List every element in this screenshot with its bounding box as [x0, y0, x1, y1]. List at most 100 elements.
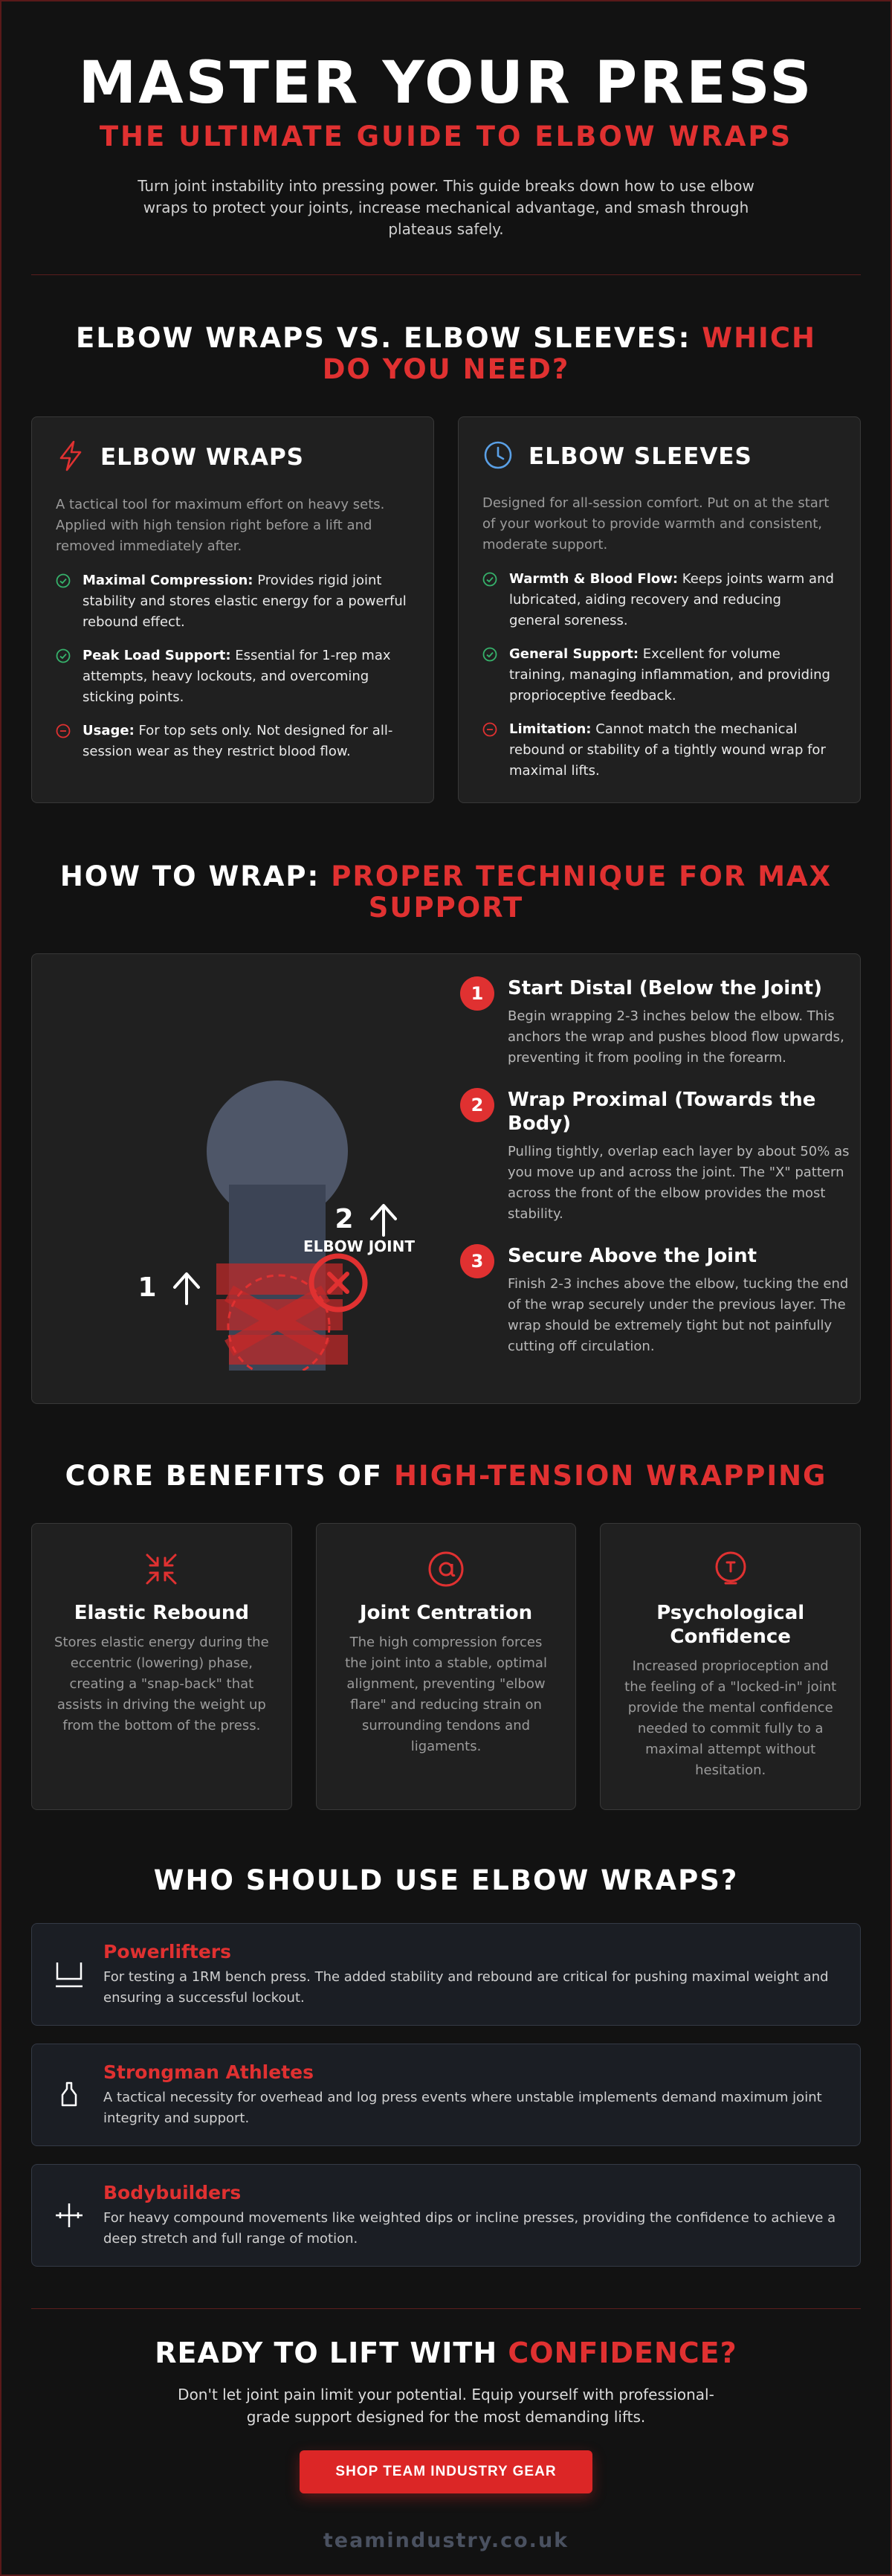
elbow-wraps-desc: A tactical tool for maximum effort on he… — [56, 497, 385, 554]
compress-arrows-icon — [143, 1553, 180, 1591]
bullet-bold: Limitation: — [509, 721, 592, 737]
cta-title: READY TO LIFT WITH CONFIDENCE? — [1, 2336, 891, 2370]
elbow-joint-marker — [308, 1253, 368, 1313]
cta-text: Don't let joint pain limit your potentia… — [178, 2386, 714, 2426]
benefit-title: Joint Centration — [359, 1602, 533, 1624]
bullet-text: Keeps joints warm and lubricated, aiding… — [509, 571, 834, 628]
clock-icon — [482, 439, 514, 474]
footer-url[interactable]: teamindustry.co.uk — [323, 2529, 569, 2552]
step-text: Finish 2-3 inches above the elbow, tucki… — [508, 1276, 849, 1354]
divider — [31, 274, 861, 275]
step-text: Begin wrapping 2-3 inches below the elbo… — [508, 1008, 844, 1066]
step-title: Start Distal (Below the Joint) — [508, 977, 822, 999]
benefit-text: Increased proprioception and the feeling… — [624, 1658, 837, 1778]
bullet-bold: Warmth & Blood Flow: — [509, 571, 679, 587]
wrap-step: 3 Secure Above the Joint Finish 2-3 inch… — [460, 1244, 862, 1357]
elbow-sleeves-card: ELBOW SLEEVES Designed for all-session c… — [458, 416, 861, 803]
arrow-up-icon — [173, 1272, 200, 1305]
minus-circle-icon — [482, 719, 499, 782]
page-title: MASTER YOUR PRESS — [78, 50, 814, 117]
bench-icon — [54, 1960, 84, 1989]
check-circle-icon — [56, 570, 72, 633]
audience-card: Strongman Athletes A tactical necessity … — [31, 2044, 861, 2146]
benefit-title: Psychological Confidence — [656, 1602, 805, 1648]
benefits-title-white: CORE BENEFITS OF — [65, 1460, 384, 1492]
bullet-text: Provides rigid joint stability and store… — [83, 573, 407, 630]
wraps-bullet: Maximal Compression: Provides rigid join… — [56, 570, 410, 633]
elbow-wraps-title: ELBOW WRAPS — [100, 444, 305, 471]
at-circle-icon — [427, 1551, 465, 1591]
bullet-text: Cannot match the mechanical rebound or s… — [509, 721, 826, 779]
howto-title-red: PROPER TECHNIQUE FOR MAX SUPPORT — [331, 860, 833, 924]
audience-card: Bodybuilders For heavy compound movement… — [31, 2164, 861, 2267]
wrap-steps: 1 Start Distal (Below the Joint) Begin w… — [460, 976, 862, 1376]
benefit-text: The high compression forces the joint in… — [345, 1635, 547, 1754]
benefit-card: Elastic Rebound Stores elastic energy du… — [31, 1523, 292, 1810]
hero-header: MASTER YOUR PRESS THE ULTIMATE GUIDE TO … — [1, 1, 891, 240]
bullet-bold: Usage: — [83, 723, 135, 738]
benefit-text: Stores elastic energy during the eccentr… — [54, 1635, 269, 1733]
step-text: Pulling tightly, overlap each layer by a… — [508, 1144, 850, 1222]
step-number: 1 — [460, 976, 494, 1011]
benefit-card: Psychological Confidence Increased propr… — [600, 1523, 862, 1810]
compare-title-white: ELBOW WRAPS VS. ELBOW SLEEVES: — [76, 322, 691, 354]
wrap-step: 1 Start Distal (Below the Joint) Begin w… — [460, 976, 862, 1069]
diagram-label-1: 1 — [138, 1272, 156, 1303]
howto-box: ELBOW JOINT 1 2 1 Start Distal (Below th… — [31, 953, 861, 1404]
step-title: Wrap Proximal (Towards the Body) — [508, 1089, 816, 1135]
audience-text: For testing a 1RM bench press. The added… — [103, 1969, 829, 2006]
elbow-joint-label: ELBOW JOINT — [303, 1237, 415, 1255]
elbow-wrap-diagram: ELBOW JOINT 1 2 — [138, 1081, 415, 1371]
cta-title-red: CONFIDENCE? — [508, 2337, 737, 2369]
check-circle-icon — [482, 569, 499, 631]
wraps-bullet: Peak Load Support: Essential for 1-rep m… — [56, 645, 410, 708]
wrap-zone-circle — [227, 1274, 331, 1371]
compare-title: ELBOW WRAPS VS. ELBOW SLEEVES: WHICH DO … — [52, 323, 840, 385]
benefits-section: CORE BENEFITS OF HIGH-TENSION WRAPPING E… — [1, 1404, 891, 1810]
cta-title-white: READY TO LIFT WITH — [155, 2337, 498, 2369]
elbow-wraps-card: ELBOW WRAPS A tactical tool for maximum … — [31, 416, 434, 803]
elbow-sleeves-title: ELBOW SLEEVES — [529, 443, 752, 470]
bullet-bold: General Support: — [509, 646, 639, 662]
sleeves-bullet: General Support: Excellent for volume tr… — [482, 644, 836, 706]
lightning-icon — [56, 439, 85, 475]
check-circle-icon — [56, 645, 72, 708]
audience-text: For heavy compound movements like weight… — [103, 2210, 836, 2247]
diagram-label-2: 2 — [334, 1204, 353, 1234]
wrap-step: 2 Wrap Proximal (Towards the Body) Pulli… — [460, 1088, 862, 1225]
howto-title: HOW TO WRAP: PROPER TECHNIQUE FOR MAX SU… — [52, 861, 840, 924]
compare-title-red: WHICH DO YOU NEED? — [322, 322, 816, 385]
compare-section: ELBOW WRAPS VS. ELBOW SLEEVES: WHICH DO … — [1, 275, 891, 803]
cta-section: READY TO LIFT WITH CONFIDENCE? Don't let… — [1, 2309, 891, 2552]
who-title: WHO SHOULD USE ELBOW WRAPS? — [153, 1864, 739, 1896]
benefit-title: Elastic Rebound — [74, 1602, 249, 1624]
check-circle-icon — [482, 644, 499, 706]
minus-circle-icon — [56, 721, 72, 762]
intro-text: Turn joint instability into pressing pow… — [138, 177, 754, 238]
kettlebell-icon — [54, 2080, 84, 2110]
step-number: 3 — [460, 1244, 494, 1278]
step-number: 2 — [460, 1088, 494, 1122]
elbow-sleeves-desc: Designed for all-session comfort. Put on… — [482, 495, 830, 553]
bullet-text: Essential for 1-rep max attempts, heavy … — [83, 648, 391, 705]
shop-button[interactable]: SHOP TEAM INDUSTRY GEAR — [300, 2450, 592, 2493]
audience-text: A tactical necessity for overhead and lo… — [103, 2090, 822, 2126]
close-icon — [327, 1272, 349, 1294]
who-section: WHO SHOULD USE ELBOW WRAPS? Powerlifters… — [1, 1810, 891, 2267]
step-title: Secure Above the Joint — [508, 1245, 757, 1267]
howto-title-white: HOW TO WRAP: — [59, 860, 320, 892]
divider — [31, 2308, 861, 2309]
audience-card: Powerlifters For testing a 1RM bench pre… — [31, 1923, 861, 2026]
bullet-text: Excellent for volume training, managing … — [509, 646, 830, 703]
benefits-title-red: HIGH-TENSION WRAPPING — [393, 1460, 827, 1492]
audience-title: Powerlifters — [103, 1941, 232, 1962]
wraps-bullet: Usage: For top sets only. Not designed f… — [56, 721, 410, 762]
arrow-up-icon — [370, 1204, 397, 1237]
benefit-card: Joint Centration The high compression fo… — [315, 1523, 577, 1810]
benefits-title: CORE BENEFITS OF HIGH-TENSION WRAPPING — [52, 1461, 840, 1492]
audience-title: Strongman Athletes — [103, 2061, 314, 2083]
sleeves-bullet: Warmth & Blood Flow: Keeps joints warm a… — [482, 569, 836, 631]
bullet-bold: Peak Load Support: — [83, 648, 231, 663]
crosshair-icon — [54, 2200, 84, 2230]
